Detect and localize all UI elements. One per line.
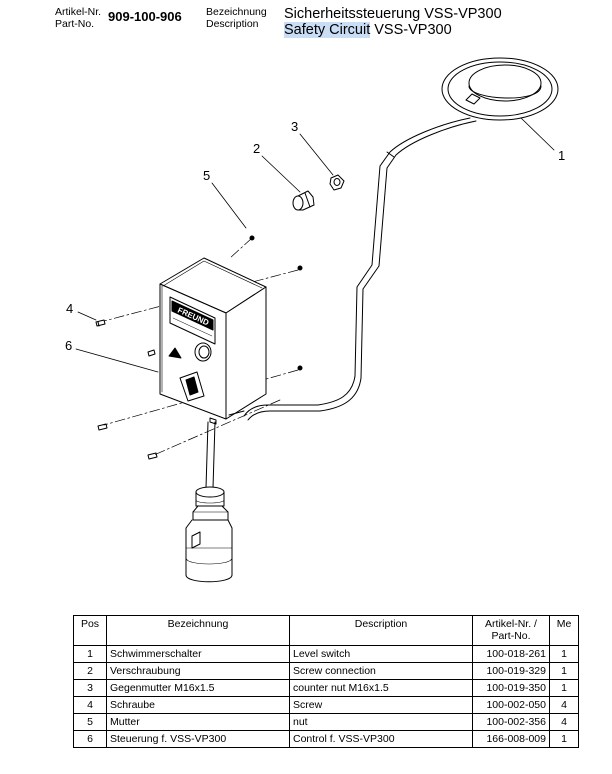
cable	[243, 117, 477, 421]
cell-bezeichnung: Schraube	[106, 696, 290, 714]
cell-description: Screw connection	[289, 662, 473, 680]
cell-part-number: 100-019-329	[472, 662, 550, 680]
cell-quantity: 4	[549, 696, 579, 714]
description-label: Description	[206, 18, 259, 30]
cell-bezeichnung: Schwimmerschalter	[106, 645, 290, 663]
header-part-number-line1: Artikel-Nr. /	[485, 618, 537, 630]
title-english-highlight: Safety Circuit	[284, 22, 371, 38]
callout-6: 6	[65, 338, 72, 353]
cell-bezeichnung: Steuerung f. VSS-VP300	[106, 730, 290, 748]
callout-4: 4	[66, 301, 73, 316]
cell-description: Screw	[289, 696, 473, 714]
counter-nut	[329, 174, 345, 191]
table-body: 1 Schwimmerschalter Level switch 100-018…	[73, 645, 579, 748]
table-header-row: Pos Bezeichnung Description Artikel-Nr. …	[73, 615, 579, 646]
cell-part-number: 100-018-261	[472, 645, 550, 663]
header-part-number-line2: Part-No.	[491, 630, 531, 642]
header-quantity: Me	[549, 615, 579, 646]
callout-5: 5	[203, 168, 210, 183]
header-bezeichnung: Bezeichnung	[106, 615, 290, 646]
cell-bezeichnung: Mutter	[106, 713, 290, 731]
cell-pos: 3	[73, 679, 107, 697]
leader-lines	[75, 117, 555, 373]
article-number-label: Artikel-Nr.	[55, 6, 102, 18]
table-row: 6 Steuerung f. VSS-VP300 Control f. VSS-…	[73, 730, 579, 748]
header-pos: Pos	[73, 615, 107, 646]
cell-description: Level switch	[289, 645, 473, 663]
designation-label: Bezeichnung	[206, 6, 267, 18]
cell-description: Control f. VSS-VP300	[289, 730, 473, 748]
cell-description: counter nut M16x1.5	[289, 679, 473, 697]
cell-bezeichnung: Verschraubung	[106, 662, 290, 680]
cell-bezeichnung: Gegenmutter M16x1.5	[106, 679, 290, 697]
parts-table: Pos Bezeichnung Description Artikel-Nr. …	[73, 615, 579, 748]
callout-2: 2	[253, 141, 260, 156]
table-row: 2 Verschraubung Screw connection 100-019…	[73, 662, 579, 680]
nuts	[249, 235, 303, 371]
part-number-value: 909-100-906	[108, 9, 182, 24]
cell-pos: 4	[73, 696, 107, 714]
cell-quantity: 1	[549, 679, 579, 697]
cell-pos: 1	[73, 645, 107, 663]
header-description: Description	[289, 615, 473, 646]
cell-part-number: 166-008-009	[472, 730, 550, 748]
table-row: 4 Schraube Screw 100-002-050 4	[73, 696, 579, 714]
cell-part-number: 100-002-050	[472, 696, 550, 714]
header-part-number: Artikel-Nr. /Part-No.	[472, 615, 550, 646]
cell-pos: 5	[73, 713, 107, 731]
cell-pos: 2	[73, 662, 107, 680]
table-row: 1 Schwimmerschalter Level switch 100-018…	[73, 645, 579, 663]
float-switch	[441, 57, 559, 121]
cell-part-number: 100-002-356	[472, 713, 550, 731]
title-english-rest: VSS-VP300	[370, 22, 452, 38]
part-number-label: Part-No.	[55, 18, 95, 30]
table-row: 3 Gegenmutter M16x1.5 counter nut M16x1.…	[73, 679, 579, 697]
screw-connection	[292, 190, 315, 211]
cell-quantity: 1	[549, 645, 579, 663]
cell-quantity: 1	[549, 662, 579, 680]
cell-description: nut	[289, 713, 473, 731]
callout-1: 1	[558, 148, 565, 163]
control-box: FREUND	[159, 257, 267, 425]
exploded-drawing: FREUND 1 2 3 4 5 6	[65, 57, 565, 583]
cell-pos: 6	[73, 730, 107, 748]
title-english: Safety Circuit VSS-VP300	[284, 22, 452, 38]
title-german: Sicherheitssteuerung VSS-VP300	[284, 6, 502, 22]
cell-part-number: 100-019-350	[472, 679, 550, 697]
table-row: 5 Mutter nut 100-002-356 4	[73, 713, 579, 731]
cell-quantity: 1	[549, 730, 579, 748]
callout-3: 3	[291, 119, 298, 134]
plug-assembly	[185, 421, 233, 583]
screws	[95, 319, 158, 460]
cell-quantity: 4	[549, 713, 579, 731]
